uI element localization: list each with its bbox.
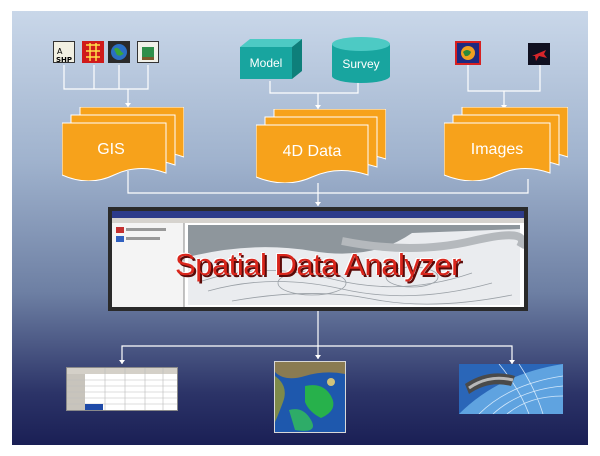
3d-visualization-thumbnail xyxy=(459,364,563,414)
analyzer-title: Spatial Data Analyzer xyxy=(175,247,461,282)
grid-map-icon xyxy=(82,41,104,63)
image-document-icon xyxy=(137,41,159,63)
4d-data-label: 4D Data xyxy=(282,143,342,160)
model-node: Model xyxy=(240,37,302,81)
gis-document-stack: GIS xyxy=(61,106,185,182)
svg-text:A: A xyxy=(57,47,63,56)
survey-label: Survey xyxy=(342,57,380,71)
survey-node: Survey xyxy=(332,37,390,83)
ocean-map-thumbnail xyxy=(274,361,346,433)
images-document-stack: Images xyxy=(443,106,569,182)
analyzer-screenshot: Spatial Data Analyzer xyxy=(108,207,528,311)
model-label: Model xyxy=(249,56,283,70)
images-label: Images xyxy=(470,141,524,158)
connector-lines xyxy=(63,65,541,364)
satellite-globe-icon xyxy=(455,41,481,65)
4d-data-document-stack: 4D Data xyxy=(255,108,387,184)
gis-label: GIS xyxy=(97,141,125,158)
svg-text:SHP: SHP xyxy=(56,56,72,64)
airplane-icon xyxy=(528,43,550,65)
table-thumbnail xyxy=(66,367,178,411)
globe-icon xyxy=(108,41,130,63)
